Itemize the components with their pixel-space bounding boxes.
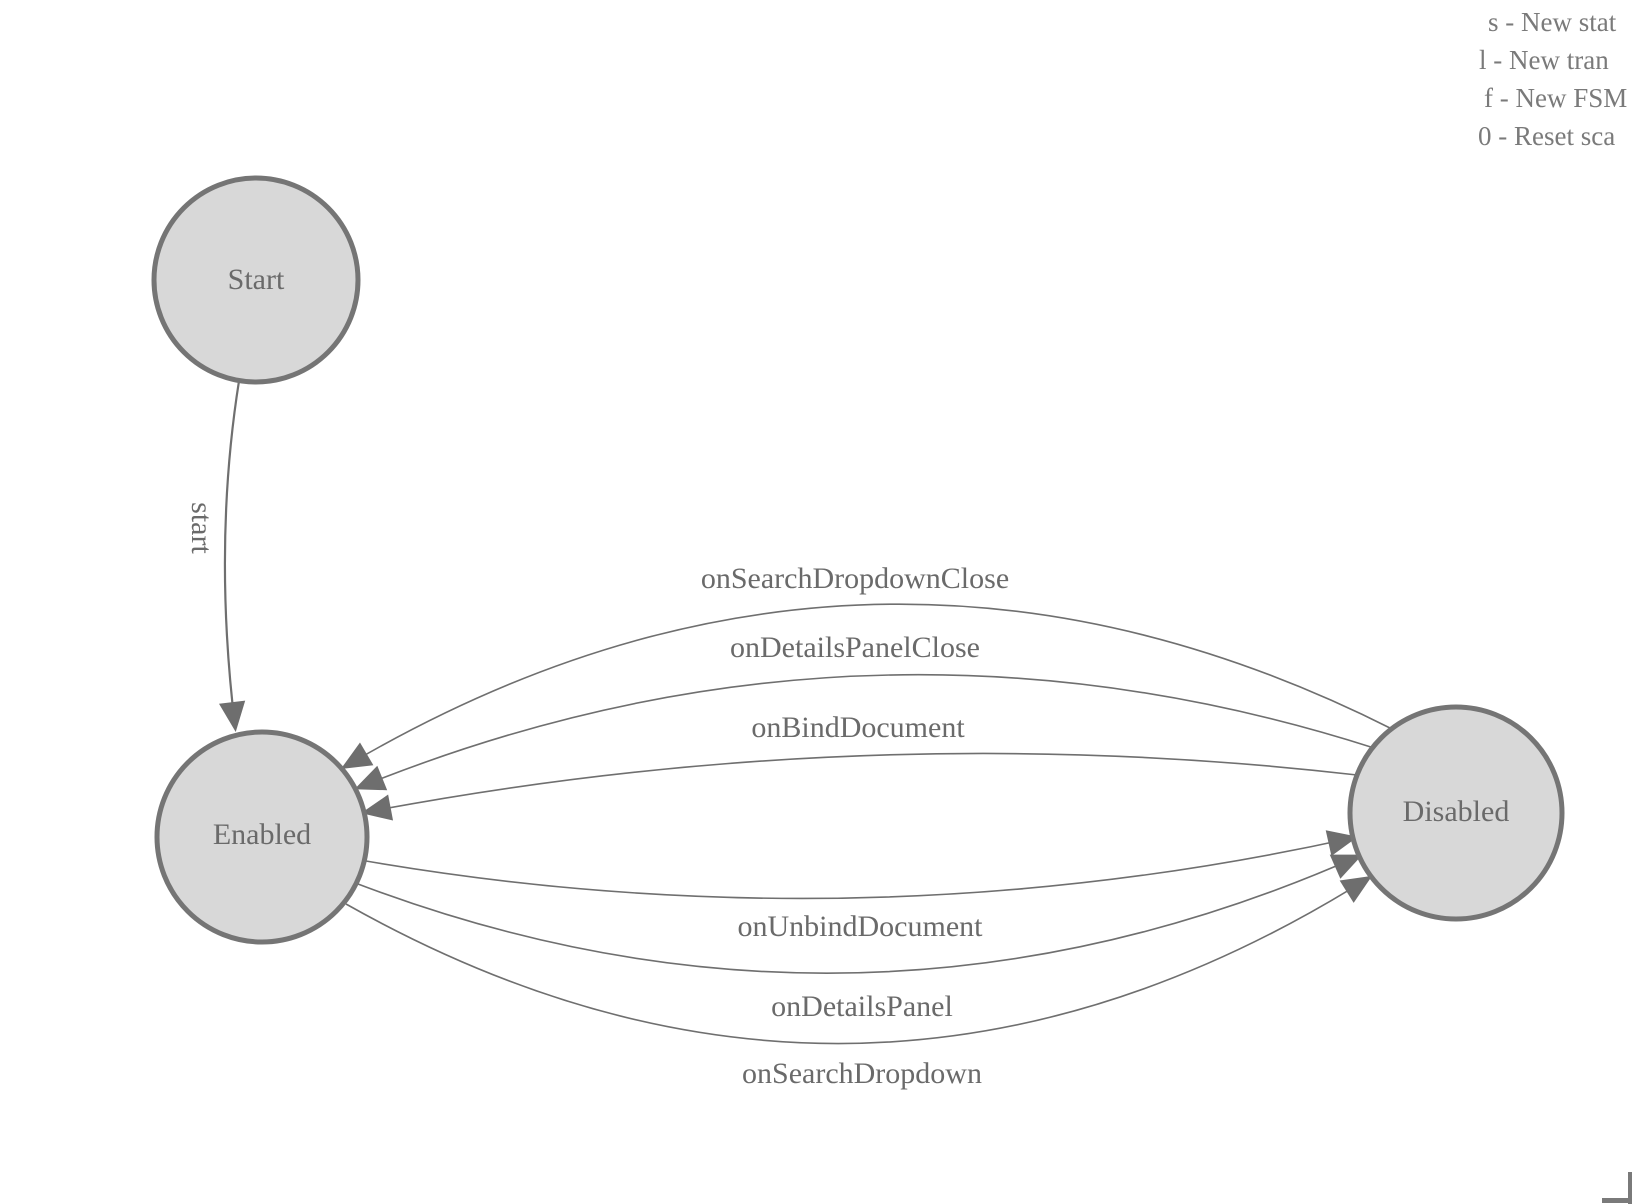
transition-onDetailsPanelClose-path[interactable] xyxy=(354,673,1375,791)
transition-start-label: start xyxy=(185,502,218,554)
state-disabled[interactable]: Disabled xyxy=(1347,704,1565,922)
transition-onUnbindDocument-path[interactable] xyxy=(365,830,1358,900)
transition-onSearchDropdown-path[interactable] xyxy=(345,875,1373,1045)
transition-onDetailsPanel-label: onDetailsPanel xyxy=(771,990,953,1023)
transition-onUnbindDocument-label: onUnbindDocument xyxy=(738,910,984,943)
canvas-corner-frame-horizontal xyxy=(1602,1198,1632,1203)
transition-start: start xyxy=(185,380,246,732)
transition-onSearchDropdownClose-path[interactable] xyxy=(340,603,1393,770)
state-enabled-circle[interactable] xyxy=(154,729,370,945)
transition-onSearchDropdown: onSearchDropdown xyxy=(345,875,1373,1090)
state-start[interactable]: Start xyxy=(151,175,361,385)
state-start-circle[interactable] xyxy=(151,175,361,385)
transition-onUnbindDocument: onUnbindDocument xyxy=(365,830,1358,943)
transition-onSearchDropdown-label: onSearchDropdown xyxy=(742,1057,982,1090)
transition-onBindDocument: onBindDocument xyxy=(361,711,1358,821)
state-start-label: Start xyxy=(228,263,285,296)
state-disabled-circle[interactable] xyxy=(1347,704,1565,922)
transition-onDetailsPanel-path[interactable] xyxy=(357,854,1363,974)
transition-onDetailsPanelClose-label: onDetailsPanelClose xyxy=(730,631,980,664)
state-enabled-label: Enabled xyxy=(213,818,311,851)
transition-onSearchDropdownClose: onSearchDropdownClose xyxy=(340,562,1393,770)
transition-onBindDocument-path[interactable] xyxy=(361,752,1358,821)
state-disabled-label: Disabled xyxy=(1403,795,1510,828)
transition-onDetailsPanel: onDetailsPanel xyxy=(357,854,1363,1023)
canvas-corner-frame-vertical xyxy=(1628,1172,1632,1204)
transition-onBindDocument-label: onBindDocument xyxy=(751,711,965,744)
transition-onDetailsPanelClose: onDetailsPanelClose xyxy=(354,631,1375,791)
transition-onSearchDropdownClose-label: onSearchDropdownClose xyxy=(701,562,1009,595)
transition-start-path[interactable] xyxy=(219,380,246,732)
state-enabled[interactable]: Enabled xyxy=(154,729,370,945)
